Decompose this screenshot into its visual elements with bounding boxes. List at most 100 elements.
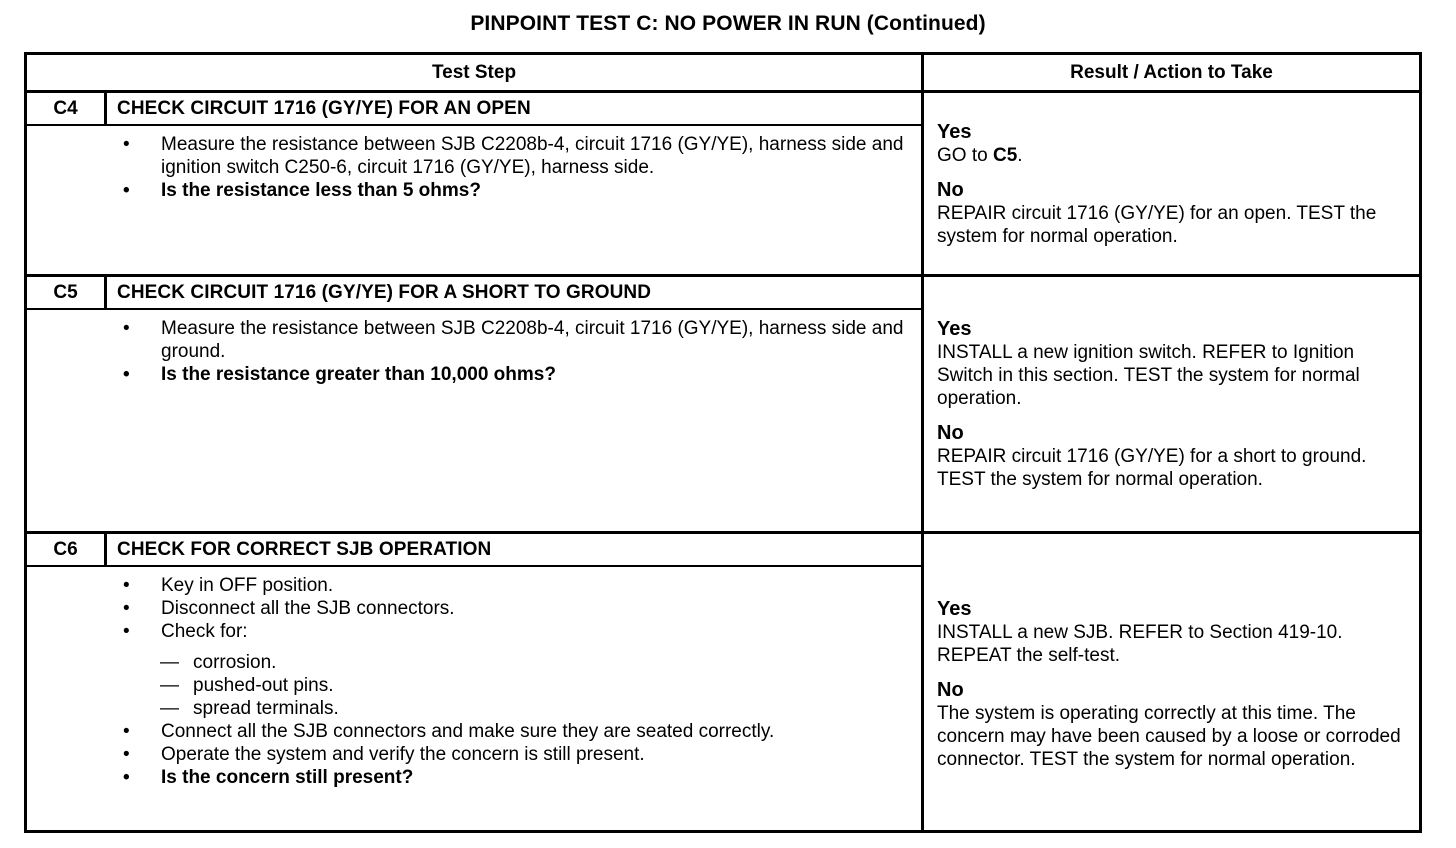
header-row-separator: [27, 90, 1419, 93]
list-item-text: spread terminals.: [193, 698, 339, 719]
step-heading-bar: C5 CHECK CIRCUIT 1716 (GY/YE) FOR A SHOR…: [27, 277, 921, 308]
list-item-text: Connect all the SJB connectors and make …: [161, 721, 775, 742]
result-text-no: REPAIR circuit 1716 (GY/YE) for a short …: [937, 446, 1367, 490]
header-column-divider: [921, 55, 924, 90]
row-column-divider: [921, 93, 924, 274]
result-text-part: GO to: [937, 144, 993, 166]
list-item-text: Key in OFF position.: [161, 575, 334, 596]
result-block-no: No REPAIR circuit 1716 (GY/YE) for an op…: [937, 178, 1413, 248]
bullet-icon: •: [123, 134, 130, 155]
bullet-icon: •: [123, 721, 130, 742]
result-label-no: No: [937, 178, 964, 201]
list-item-text: Operate the system and verify the concer…: [161, 744, 645, 765]
result-text-no: The system is operating correctly at thi…: [937, 702, 1401, 770]
step-heading-text: CHECK FOR CORRECT SJB OPERATION: [117, 538, 492, 560]
list-item: • Measure the resistance between SJB C22…: [27, 317, 921, 363]
step-heading-text: CHECK CIRCUIT 1716 (GY/YE) FOR A SHORT T…: [117, 281, 652, 303]
dash-icon: —: [160, 675, 179, 696]
bullet-icon: •: [123, 767, 130, 788]
result-label-no: No: [937, 678, 964, 701]
table-header-row: Test Step Result / Action to Take: [27, 55, 1419, 90]
table-row: C4 CHECK CIRCUIT 1716 (GY/YE) FOR AN OPE…: [27, 93, 1419, 274]
bullet-icon: •: [123, 180, 130, 201]
list-item-text: Check for:: [161, 621, 248, 642]
column-header-result-action: Result / Action to Take: [1070, 61, 1273, 83]
table-row: C6 CHECK FOR CORRECT SJB OPERATION • Key…: [27, 534, 1419, 833]
list-item-text: pushed-out pins.: [193, 675, 334, 696]
list-item: • Measure the resistance between SJB C22…: [27, 133, 921, 179]
list-item-text: Measure the resistance between SJB C2208…: [161, 318, 904, 362]
bullet-icon: •: [123, 598, 130, 619]
step-code-divider: [104, 277, 107, 308]
step-bullet-list: • Measure the resistance between SJB C22…: [27, 133, 921, 202]
result-block-yes: Yes INSTALL a new ignition switch. REFER…: [937, 317, 1413, 410]
list-spacer: [27, 643, 921, 651]
result-text-suffix: .: [1017, 144, 1023, 166]
list-item-text: Is the resistance greater than 10,000 oh…: [161, 364, 556, 385]
bullet-icon: •: [123, 621, 130, 642]
bullet-icon: •: [123, 318, 130, 339]
list-item-text: Is the concern still present?: [161, 767, 414, 788]
row-separator: [27, 274, 1419, 277]
result-block-no: No The system is operating correctly at …: [937, 678, 1413, 771]
result-text-yes: GO to C5.: [937, 144, 1413, 167]
step-code: C6: [53, 538, 78, 560]
row-column-divider: [921, 534, 924, 833]
list-item: • Is the concern still present?: [27, 766, 921, 789]
step-heading-bar: C4 CHECK CIRCUIT 1716 (GY/YE) FOR AN OPE…: [27, 93, 921, 124]
step-body: • Measure the resistance between SJB C22…: [27, 310, 921, 386]
column-header-test-step: Test Step: [431, 61, 517, 83]
list-item: • Key in OFF position.: [27, 574, 921, 597]
result-text-yes: INSTALL a new ignition switch. REFER to …: [937, 342, 1360, 409]
row-column-divider: [921, 277, 924, 531]
list-item: • Connect all the SJB connectors and mak…: [27, 720, 921, 743]
step-heading-rule: [27, 308, 921, 310]
list-item: • Is the resistance less than 5 ohms?: [27, 179, 921, 202]
list-item-text: Is the resistance less than 5 ohms?: [161, 180, 481, 201]
list-item: — corrosion.: [27, 651, 921, 674]
bullet-icon: •: [123, 364, 130, 385]
list-item: • Check for:: [27, 620, 921, 643]
list-item: • Operate the system and verify the conc…: [27, 743, 921, 766]
result-block-yes: Yes GO to C5.: [937, 120, 1413, 167]
step-heading-text: CHECK CIRCUIT 1716 (GY/YE) FOR AN OPEN: [117, 97, 531, 119]
result-block-no: No REPAIR circuit 1716 (GY/YE) for a sho…: [937, 421, 1413, 491]
list-item-text: corrosion.: [193, 652, 277, 673]
step-code-divider: [104, 534, 107, 565]
step-bullet-list-continued: • Connect all the SJB connectors and mak…: [27, 720, 921, 789]
step-body: • Measure the resistance between SJB C22…: [27, 126, 921, 202]
result-cell: Yes INSTALL a new SJB. REFER to Section …: [924, 534, 1419, 833]
list-item-text: Measure the resistance between SJB C2208…: [161, 134, 904, 178]
list-item: — spread terminals.: [27, 697, 921, 720]
step-bullet-list: • Key in OFF position. • Disconnect all …: [27, 574, 921, 643]
result-text-yes: INSTALL a new SJB. REFER to Section 419-…: [937, 621, 1343, 666]
list-item: • Is the resistance greater than 10,000 …: [27, 363, 921, 386]
dash-icon: —: [160, 698, 179, 719]
page-title: PINPOINT TEST C: NO POWER IN RUN (Contin…: [470, 12, 986, 35]
dash-icon: —: [160, 652, 179, 673]
result-text-emphasis: C5: [992, 144, 1018, 166]
step-heading-bar: C6 CHECK FOR CORRECT SJB OPERATION: [27, 534, 921, 565]
result-cell: Yes INSTALL a new ignition switch. REFER…: [924, 277, 1419, 531]
result-cell: Yes GO to C5. No REPAIR circuit 1716 (GY…: [924, 93, 1419, 274]
bullet-icon: •: [123, 744, 130, 765]
step-code: C5: [53, 281, 78, 303]
step-bullet-list: • Measure the resistance between SJB C22…: [27, 317, 921, 386]
step-code-divider: [104, 93, 107, 124]
bullet-icon: •: [123, 575, 130, 596]
list-item: • Disconnect all the SJB connectors.: [27, 597, 921, 620]
table-row: C5 CHECK CIRCUIT 1716 (GY/YE) FOR A SHOR…: [27, 277, 1419, 531]
list-item-text: Disconnect all the SJB connectors.: [161, 598, 455, 619]
result-label-no: No: [937, 422, 964, 444]
row-separator: [27, 531, 1419, 534]
step-heading-rule: [27, 565, 921, 567]
step-heading-rule: [27, 124, 921, 126]
result-label-yes: Yes: [937, 318, 972, 340]
pinpoint-test-table: Test Step Result / Action to Take C4 CHE…: [24, 52, 1422, 833]
list-item: — pushed-out pins.: [27, 674, 921, 697]
step-code: C4: [53, 97, 78, 119]
step-sub-list: — corrosion. — pushed-out pins. — spread…: [27, 651, 921, 720]
result-block-yes: Yes INSTALL a new SJB. REFER to Section …: [937, 597, 1413, 667]
result-text-no: REPAIR circuit 1716 (GY/YE) for an open.…: [937, 202, 1377, 247]
